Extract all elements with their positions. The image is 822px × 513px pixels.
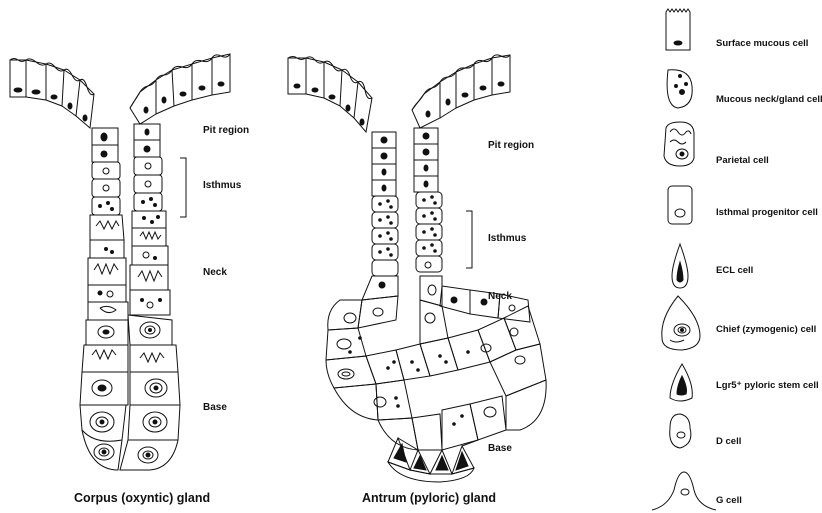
legend-label-parietal: Parietal cell bbox=[716, 155, 769, 166]
corpus-label-base: Base bbox=[203, 402, 227, 413]
surface-mucous-cell-icon bbox=[666, 9, 690, 50]
legend-label-isthmal-progenitor: Isthmal progenitor cell bbox=[716, 207, 818, 218]
antrum-label-pit-region: Pit region bbox=[488, 140, 534, 151]
antrum-label-isthmus: Isthmus bbox=[488, 233, 526, 244]
corpus-label-isthmus: Isthmus bbox=[203, 180, 241, 191]
corpus-base bbox=[80, 345, 180, 470]
corpus-gland bbox=[10, 54, 230, 470]
corpus-caption: Corpus (oxyntic) gland bbox=[74, 491, 210, 505]
lgr5-stem-cell-icon bbox=[670, 364, 692, 401]
legend-label-lgr5: Lgr5⁺ pyloric stem cell bbox=[716, 380, 819, 391]
legend-icons bbox=[652, 9, 716, 510]
antrum-isthmus-bracket bbox=[466, 211, 472, 268]
corpus-surface-left bbox=[10, 59, 94, 129]
antrum-caption: Antrum (pyloric) gland bbox=[362, 491, 496, 505]
d-cell-icon bbox=[670, 414, 691, 448]
antrum-surface-right bbox=[412, 55, 510, 128]
corpus-label-neck: Neck bbox=[203, 267, 227, 278]
antrum-label-neck: Neck bbox=[488, 291, 512, 302]
antrum-neck-base bbox=[326, 276, 546, 482]
legend-label-d-cell: D cell bbox=[716, 436, 741, 447]
g-cell-icon bbox=[652, 472, 716, 510]
antrum-gland bbox=[288, 55, 546, 482]
legend-label-g-cell: G cell bbox=[716, 495, 742, 506]
corpus-surface-right bbox=[130, 54, 230, 124]
parietal-cell-icon bbox=[664, 122, 694, 166]
ecl-cell-icon bbox=[672, 244, 688, 288]
mucous-neck-cell-icon bbox=[667, 70, 692, 108]
antrum-pit bbox=[372, 128, 438, 196]
legend-label-mucous-neck: Mucous neck/gland cell bbox=[716, 94, 822, 105]
antrum-surface-left bbox=[288, 57, 372, 133]
corpus-pit bbox=[92, 124, 160, 162]
legend-label-chief: Chief (zymogenic) cell bbox=[716, 324, 816, 335]
corpus-isthmus bbox=[92, 157, 162, 215]
antrum-isthmus bbox=[372, 192, 442, 276]
chief-cell-icon bbox=[662, 296, 700, 350]
legend-label-ecl: ECL cell bbox=[716, 265, 753, 276]
antrum-label-base: Base bbox=[488, 443, 512, 454]
legend-label-surface-mucous: Surface mucous cell bbox=[716, 38, 808, 49]
corpus-neck bbox=[86, 211, 172, 345]
isthmal-progenitor-cell-icon bbox=[668, 186, 692, 224]
corpus-label-pit-region: Pit region bbox=[203, 125, 249, 136]
corpus-isthmus-bracket bbox=[180, 158, 186, 217]
